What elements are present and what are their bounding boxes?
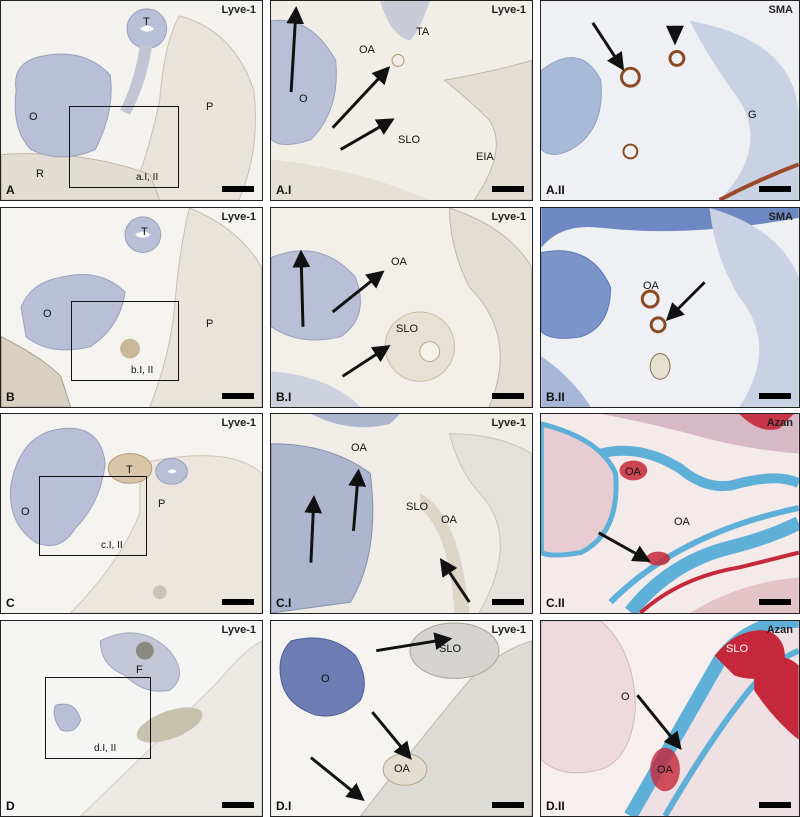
panel-label: B — [6, 390, 15, 404]
scale-bar — [222, 186, 254, 192]
panel-CI: Lyve-1 OA SLO OA C.I — [270, 413, 533, 614]
panel-AII: SMA G A.II — [540, 0, 800, 201]
stain-label: SMA — [768, 211, 793, 223]
inset-box-label: b.I, II — [131, 365, 154, 376]
micrograph — [10, 427, 262, 613]
label-G: G — [748, 109, 757, 121]
label-O: O — [29, 111, 38, 123]
inset-box — [69, 106, 179, 188]
panel-BII: SMA OA B.II — [540, 207, 800, 408]
inset-box-label: d.I, II — [94, 743, 117, 754]
panel-A: Lyve-1 T O P R a.I, II A — [0, 0, 263, 201]
label-SLO: SLO — [439, 643, 462, 655]
scale-bar — [492, 599, 524, 605]
label-T: T — [143, 16, 150, 28]
scale-bar — [759, 802, 791, 808]
label-OA-1: OA — [625, 466, 641, 478]
panel-label: A.I — [276, 183, 292, 197]
label-O: O — [43, 308, 52, 320]
label-OA: OA — [643, 280, 659, 292]
panel-label: B.II — [546, 390, 565, 404]
micrograph — [541, 414, 799, 613]
panel-DII: Azan SLO O OA D.II — [540, 620, 800, 817]
scale-bar — [492, 186, 524, 192]
stain-label: Lyve-1 — [221, 417, 256, 429]
label-P: P — [206, 101, 214, 113]
panel-C: Lyve-1 T O P c.I, II C — [0, 413, 263, 614]
micrograph — [541, 208, 799, 407]
label-F: F — [136, 664, 143, 676]
label-OA-2: OA — [674, 516, 690, 528]
inset-box-label: c.I, II — [101, 540, 123, 551]
micrograph — [541, 621, 799, 816]
stain-label: Lyve-1 — [491, 624, 526, 636]
inset-box-label: a.I, II — [136, 172, 159, 183]
stain-label: Lyve-1 — [221, 211, 256, 223]
label-OA-2: OA — [441, 514, 457, 526]
label-P: P — [206, 318, 214, 330]
panel-label: C.II — [546, 596, 565, 610]
label-T: T — [126, 464, 133, 476]
panel-D: Lyve-1 F d.I, II D — [0, 620, 263, 817]
micrograph — [53, 632, 262, 816]
scale-bar — [222, 802, 254, 808]
stain-label: Lyve-1 — [491, 417, 526, 429]
label-P: P — [158, 498, 166, 510]
micrograph — [541, 20, 799, 200]
stain-label: Azan — [766, 624, 793, 636]
scale-bar — [492, 802, 524, 808]
label-O: O — [21, 506, 30, 518]
inset-box — [71, 301, 179, 381]
panel-label: A — [6, 183, 15, 197]
label-SLO: SLO — [406, 501, 429, 513]
label-SLO: SLO — [396, 323, 419, 335]
panel-label: B.I — [276, 390, 292, 404]
scale-bar — [222, 599, 254, 605]
label-SLO: SLO — [726, 643, 749, 655]
panel-label: D — [6, 799, 15, 813]
micrograph — [279, 622, 532, 816]
panel-label: D.I — [276, 799, 292, 813]
inset-box — [39, 476, 147, 556]
scale-bar — [222, 393, 254, 399]
label-OA: OA — [359, 44, 375, 56]
label-T: T — [141, 226, 148, 238]
scale-bar — [759, 393, 791, 399]
micrograph — [271, 208, 532, 407]
scale-bar — [759, 599, 791, 605]
inset-box — [45, 677, 151, 759]
panel-label: D.II — [546, 799, 565, 813]
label-O: O — [321, 673, 330, 685]
scale-bar — [492, 393, 524, 399]
stain-label: SMA — [768, 4, 793, 16]
micrograph — [1, 8, 256, 200]
label-O: O — [299, 93, 308, 105]
label-EIA: EIA — [476, 151, 494, 163]
panel-CII: Azan OA OA C.II — [540, 413, 800, 614]
scale-bar — [759, 186, 791, 192]
label-OA: OA — [394, 763, 410, 775]
label-OA-1: OA — [351, 442, 367, 454]
label-R: R — [36, 168, 44, 180]
stain-label: Azan — [766, 417, 793, 429]
label-OA: OA — [391, 256, 407, 268]
label-TA: TA — [416, 26, 430, 38]
stain-label: Lyve-1 — [221, 4, 256, 16]
stain-label: Lyve-1 — [221, 624, 256, 636]
micrograph — [271, 414, 532, 613]
label-SLO: SLO — [398, 134, 421, 146]
panel-BI: Lyve-1 OA SLO B.I — [270, 207, 533, 408]
micrograph — [271, 1, 532, 200]
panel-DI: Lyve-1 SLO O OA D.I — [270, 620, 533, 817]
panel-AI: Lyve-1 OA TA O SLO EIA A.I — [270, 0, 533, 201]
stain-label: Lyve-1 — [491, 211, 526, 223]
panel-label: A.II — [546, 183, 565, 197]
panel-label: C — [6, 596, 15, 610]
micrograph — [1, 208, 262, 407]
stain-label: Lyve-1 — [491, 4, 526, 16]
panel-B: Lyve-1 T O P b.I, II B — [0, 207, 263, 408]
label-O: O — [621, 691, 630, 703]
panel-label: C.I — [276, 596, 292, 610]
label-OA: OA — [657, 764, 673, 776]
